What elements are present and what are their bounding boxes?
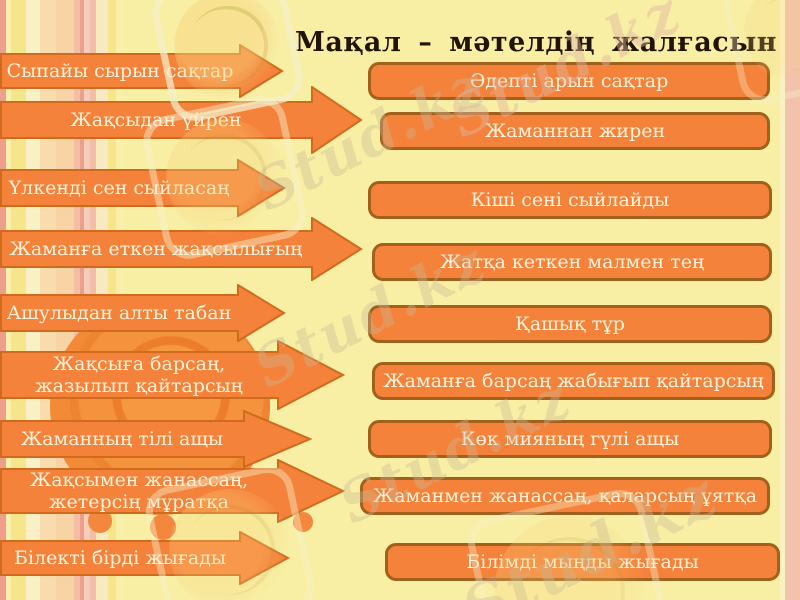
decor-circle — [293, 512, 313, 532]
card-label: Жаманға барсаң жабығып қайтарсың — [383, 370, 764, 392]
proverb-ending-card: Көк мияның гүлі ащы — [368, 420, 772, 458]
proverb-start-arrow: Білекті бірді жығады — [0, 531, 290, 585]
proverb-ending-card: Жатқа кеткен малмен тең — [372, 243, 772, 281]
card-label: Жаманнан жирен — [484, 120, 666, 142]
arrow-label: Білекті бірді жығады — [13, 546, 227, 569]
arrow-label: Жаманның тілі ащы — [20, 427, 224, 450]
proverb-start-arrow: Үлкенді сен сыйласаң — [0, 159, 286, 217]
proverb-start-arrow: Жаманның тілі ащы — [0, 410, 312, 468]
decor-circle — [150, 514, 176, 540]
right-stripe-border — [780, 0, 800, 600]
proverb-start-arrow: Сыпайы сырын сақтар — [0, 44, 284, 98]
proverb-ending-card: Жаманнан жирен — [380, 112, 770, 150]
arrow-label: Жаманға еткен жақсылығың — [9, 237, 303, 260]
proverb-ending-card: Білімді мыңды жығады — [385, 543, 780, 581]
slide-title: Мақал – мәтелдің жалғасын тап — [294, 27, 778, 88]
card-label: Жатқа кеткен малмен тең — [439, 251, 705, 273]
proverb-start-arrow: Жақсымен жанассаң, жетерсің мұратқа — [0, 459, 345, 523]
arrow-label: Жақсыға барсаң, жазылып қайтарсың — [35, 352, 243, 397]
card-label: Білімді мыңды жығады — [466, 551, 699, 573]
proverb-ending-card: Жаманға барсаң жабығып қайтарсың — [372, 362, 775, 400]
arrow-label: Жақсыдан үйрен — [70, 108, 242, 131]
arrow-label: Сыпайы сырын сақтар — [6, 59, 234, 82]
card-label: Көк мияның гүлі ащы — [460, 428, 680, 450]
card-label: Жаманмен жанассаң, қаларсың ұятқа — [372, 485, 758, 507]
arrow-label: Ашулыдан алты табан — [6, 301, 232, 324]
card-label: Әдепті арын сақтар — [469, 70, 669, 92]
arrow-label: Жақсымен жанассаң, жетерсің мұратқа — [29, 468, 249, 513]
proverb-start-arrow: Ашулыдан алты табан — [0, 284, 286, 342]
proverb-start-arrow: Жақсыдан үйрен — [0, 86, 363, 154]
proverb-ending-card: Кіші сені сыйлайды — [368, 181, 772, 219]
card-label: Қашық тұр — [515, 313, 625, 335]
proverb-start-arrow: Жаманға еткен жақсылығың — [0, 217, 363, 281]
proverb-ending-card: Жаманмен жанассаң, қаларсың ұятқа — [360, 477, 770, 515]
arrow-label: Үлкенді сен сыйласаң — [8, 176, 230, 199]
proverb-ending-card: Әдепті арын сақтар — [368, 62, 770, 100]
card-label: Кіші сені сыйлайды — [470, 189, 670, 211]
proverb-start-arrow: Жақсыға барсаң, жазылып қайтарсың — [0, 340, 345, 410]
proverb-ending-card: Қашық тұр — [368, 305, 772, 343]
